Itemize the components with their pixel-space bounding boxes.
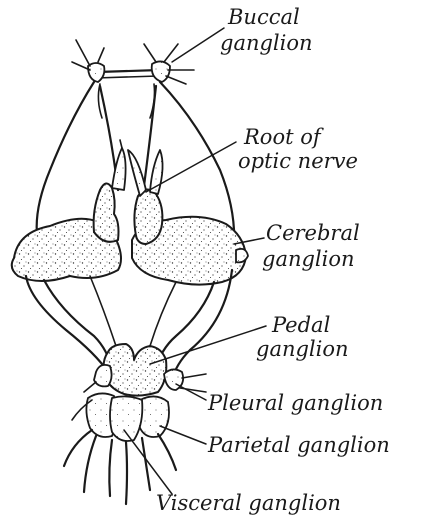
label-buccal-line1: Buccal [227,5,300,29]
leader-parietal [160,426,206,444]
label-cerebral-line1: Cerebral [266,221,360,245]
buccal-ganglion-right [144,44,194,84]
leader-buccal [172,28,224,62]
label-cerebral-line2: ganglion [262,247,355,271]
label-pedal-line2: ganglion [256,337,349,361]
label-pedal-line1: Pedal [271,313,330,337]
buccal-ganglion-left [72,40,104,82]
label-parietal: Parietal ganglion [207,433,390,457]
pedal-ganglion [104,344,167,396]
buccal-commissure [96,70,160,78]
visceral-ganglion [110,396,142,441]
label-buccal-line2: ganglion [220,31,313,55]
optic-nerve-root-left [94,140,126,242]
leader-visceral [124,430,172,494]
label-pleural: Pleural ganglion [207,391,383,415]
optic-nerve-root-right [128,150,163,244]
label-optic-line1: Root of [243,125,324,149]
label-optic-line2: optic nerve [238,149,358,173]
label-visceral: Visceral ganglion [156,491,341,515]
